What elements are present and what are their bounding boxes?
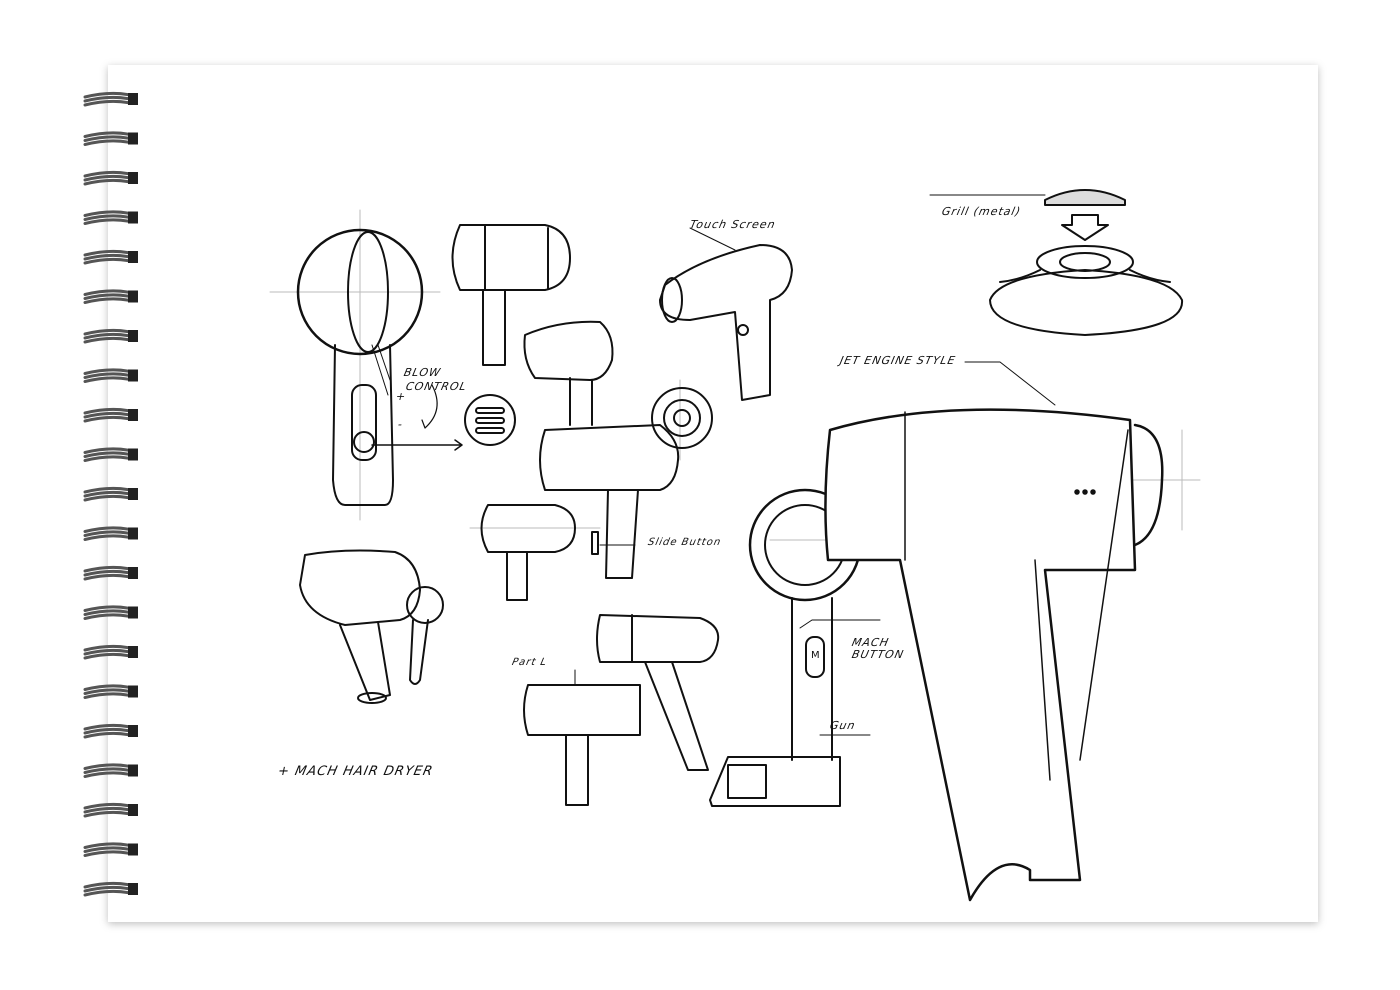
spiral-coil bbox=[83, 881, 138, 897]
spiral-coil bbox=[83, 605, 138, 620]
angled-dryer-sketch bbox=[299, 549, 444, 704]
paddle-dryer-sketch bbox=[296, 228, 463, 506]
vent-sketch bbox=[464, 394, 516, 446]
spiral-coil bbox=[83, 565, 138, 581]
construction-lines bbox=[269, 209, 1201, 541]
spiral-coil bbox=[83, 723, 138, 739]
small-dryer-sketch-top bbox=[451, 224, 571, 366]
spiral-coil bbox=[83, 131, 138, 146]
central-dryer-sketch bbox=[539, 387, 713, 579]
spiral-coil bbox=[83, 526, 138, 541]
spiral-coil bbox=[83, 328, 138, 344]
spiral-coil bbox=[83, 91, 138, 107]
spiral-coil bbox=[83, 684, 138, 699]
spiral-coil bbox=[83, 842, 138, 857]
label-button: BUTTON bbox=[850, 648, 906, 661]
spiral-coil bbox=[83, 249, 138, 265]
spiral-coil bbox=[83, 289, 138, 304]
label-gun: Gun bbox=[828, 719, 857, 732]
mid-dryer-sketch bbox=[523, 320, 614, 426]
part-l-sketch bbox=[523, 669, 641, 806]
label-slide-button: Slide Button bbox=[646, 537, 723, 548]
small-dryer-sketch-lower bbox=[480, 504, 599, 601]
spiral-coil bbox=[83, 644, 138, 660]
jet-engine-dryer-sketch bbox=[824, 361, 1164, 902]
spiral-coil bbox=[83, 802, 138, 818]
spiral-coil bbox=[83, 486, 138, 502]
label-part-l: Part L bbox=[510, 657, 549, 668]
label-grill: Grill (metal) bbox=[940, 205, 1023, 218]
label-blow: BLOW bbox=[402, 366, 443, 379]
touch-screen-dryer-sketch bbox=[659, 227, 793, 401]
spiral-coil bbox=[83, 210, 138, 225]
label-touch-screen: Touch Screen bbox=[688, 218, 778, 231]
spiral-binding bbox=[83, 91, 138, 897]
spiral-coil bbox=[83, 407, 138, 423]
spiral-coil bbox=[83, 763, 138, 778]
mach-m-key: M bbox=[811, 650, 821, 661]
diagonal-handle-dryer-sketch bbox=[596, 614, 720, 771]
grill-base-sketch bbox=[929, 189, 1184, 336]
spiral-coil bbox=[83, 368, 138, 383]
label-control: CONTROL bbox=[404, 380, 469, 393]
spiral-coil bbox=[83, 447, 138, 462]
label-jet-engine: JET ENGINE STYLE bbox=[838, 354, 957, 367]
spiral-coil bbox=[83, 170, 138, 186]
sketch-title: + MACH HAIR DRYER bbox=[276, 764, 435, 779]
